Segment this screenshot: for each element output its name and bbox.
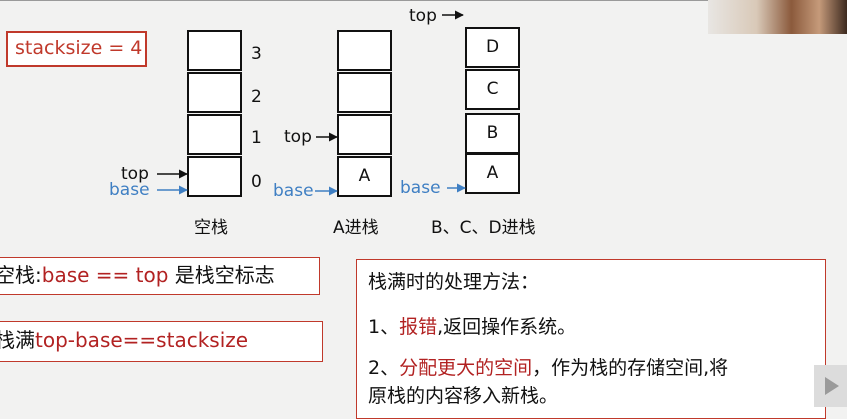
overflow-handling-panel: 栈满时的处理方法： 1、报错,返回操作系统。 2、分配更大的空间，作为栈的存储空…	[356, 259, 826, 419]
index-label: 2	[251, 87, 262, 107]
item-text: ,返回操作系统。	[437, 316, 577, 338]
item-highlight: 分配更大的空间	[399, 357, 533, 379]
stack-cell: C	[465, 69, 520, 110]
stack-cell	[187, 156, 242, 197]
play-button[interactable]	[814, 365, 847, 407]
top-pointer-label: top	[409, 6, 437, 26]
index-label: 3	[251, 44, 262, 64]
item-highlight: 报错	[399, 316, 438, 338]
full-note-prefix: 栈满	[0, 328, 35, 352]
stack-caption: A进栈	[333, 218, 379, 238]
top-pointer-label: top	[121, 164, 149, 184]
stack-cell	[187, 114, 242, 155]
method-item-2: 2、分配更大的空间，作为栈的存储空间,将	[368, 353, 728, 380]
pointer-arrows	[157, 10, 466, 196]
stack-cell	[337, 30, 392, 71]
stack-caption: 空栈	[194, 218, 228, 238]
stack-cell: B	[465, 113, 520, 154]
stack-empty	[187, 30, 242, 197]
item-number: 1、	[368, 316, 400, 338]
panel-title: 栈满时的处理方法：	[368, 271, 540, 293]
method-item-1: 1、报错,返回操作系统。	[368, 312, 576, 339]
stack-cell: A	[465, 153, 520, 194]
stack-full: D C B A	[465, 27, 520, 197]
empty-note-prefix: 空栈:	[0, 263, 42, 287]
empty-condition: base == top	[41, 263, 169, 287]
stack-cell: D	[465, 27, 520, 68]
top-pointer-label: top	[284, 127, 312, 147]
stack-cell	[187, 30, 242, 71]
item-number: 2、	[368, 357, 400, 379]
stack-cell: A	[337, 156, 392, 197]
empty-note-suffix: 是栈空标志	[168, 263, 275, 287]
index-label: 0	[251, 172, 262, 192]
base-pointer-label: base	[273, 181, 314, 201]
stack-cell	[187, 72, 242, 113]
stack-cell	[337, 114, 392, 155]
index-label: 1	[251, 128, 262, 148]
method-item-2-continued: 原栈的内容移入新栈。	[368, 385, 559, 407]
empty-stack-note: 空栈:base == top 是栈空标志	[0, 257, 320, 295]
stack-after-a: A	[337, 30, 392, 197]
presenter-webcam	[708, 0, 847, 34]
stack-cell	[337, 72, 392, 113]
full-stack-note: 栈满top-base==stacksize	[0, 321, 323, 362]
base-pointer-label: base	[109, 180, 150, 200]
item-text: ，作为栈的存储空间,将	[532, 357, 729, 379]
slide-top-border	[0, 0, 847, 1]
stacksize-label: stacksize = 4	[6, 31, 147, 67]
play-icon	[825, 377, 839, 395]
full-condition: top-base==stacksize	[35, 328, 249, 352]
base-pointer-label: base	[400, 178, 441, 198]
stack-caption: B、C、D进栈	[431, 218, 536, 238]
